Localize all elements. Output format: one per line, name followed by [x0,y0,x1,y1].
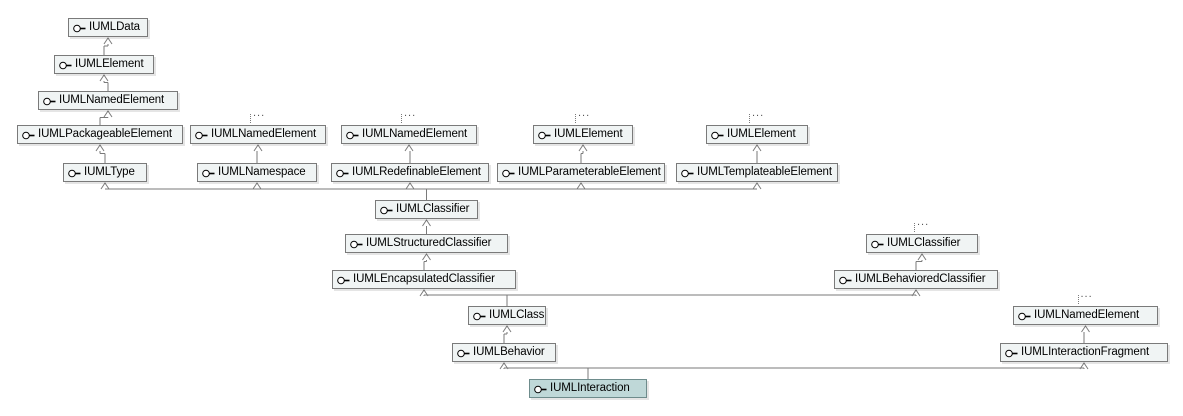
interface-lollipop-icon [538,129,551,140]
uml-node-label: IUMLNamespace [218,166,306,178]
uml-node-encapsulated[interactable]: IUMLEncapsulatedClassifier [332,270,516,289]
truncation-ellipsis: ... [1080,288,1093,300]
interface-lollipop-icon [871,238,884,249]
uml-node-element2[interactable]: IUMLElement [533,125,633,144]
uml-node-label: IUMLInteractionFragment [1021,346,1150,358]
uml-node-behaviored[interactable]: IUMLBehavioredClassifier [834,270,998,289]
uml-node-label: IUMLClass [489,309,545,321]
uml-node-named3[interactable]: IUMLNamedElement [341,125,477,144]
uml-node-label: IUMLElement [75,58,144,70]
uml-node-label: IUMLNamedElement [362,128,468,140]
uml-node-label: IUMLInteraction [550,382,630,394]
uml-node-label: IUMLType [84,166,135,178]
uml-node-label: IUMLNamedElement [59,94,165,106]
interface-lollipop-icon [346,129,359,140]
uml-node-named4[interactable]: IUMLNamedElement [1013,306,1158,325]
uml-node-namespace[interactable]: IUMLNamespace [197,163,317,182]
interface-lollipop-icon [59,59,72,70]
truncation-ellipsis: ... [917,216,930,228]
truncation-ellipsis: ... [253,107,266,119]
uml-node-label: IUMLParameterableElement [518,166,661,178]
uml-node-fragment[interactable]: IUMLInteractionFragment [1000,343,1168,362]
uml-node-label: IUMLClassifier [396,203,470,215]
uml-node-element[interactable]: IUMLElement [54,55,154,74]
interface-lollipop-icon [457,347,470,358]
uml-node-behavior[interactable]: IUMLBehavior [452,343,556,362]
truncation-stub [250,114,251,123]
truncation-ellipsis: ... [752,107,765,119]
interface-lollipop-icon [337,274,350,285]
interface-lollipop-icon [73,22,86,33]
uml-node-redefinable[interactable]: IUMLRedefinableElement [331,163,489,182]
uml-node-label: IUMLClassifier [887,237,961,249]
uml-node-label: IUMLNamedElement [211,128,317,140]
uml-node-label: IUMLPackageableElement [38,128,172,140]
interface-lollipop-icon [711,129,724,140]
uml-node-label: IUMLTemplateableElement [697,166,832,178]
uml-node-label: IUMLBehavioredClassifier [855,273,986,285]
interface-lollipop-icon [202,167,215,178]
interface-lollipop-icon [473,310,486,321]
interface-lollipop-icon [534,383,547,394]
interface-lollipop-icon [839,274,852,285]
interface-lollipop-icon [681,167,694,178]
uml-node-label: IUMLElement [727,128,796,140]
interface-lollipop-icon [1018,310,1031,321]
truncation-stub [914,223,915,232]
truncation-stub [749,114,750,123]
truncation-stub [1077,295,1079,304]
uml-node-classifier[interactable]: IUMLClassifier [375,200,478,219]
uml-node-templateable[interactable]: IUMLTemplateableElement [676,163,838,182]
interface-lollipop-icon [336,167,349,178]
uml-node-label: IUMLRedefinableElement [352,166,481,178]
uml-node-label: IUMLStructuredClassifier [366,237,492,249]
uml-node-packageable[interactable]: IUMLPackageableElement [17,125,183,144]
uml-node-class[interactable]: IUMLClass [468,306,546,325]
truncation-stub [401,114,402,123]
truncation-ellipsis: ... [578,107,591,119]
uml-node-named[interactable]: IUMLNamedElement [38,91,178,110]
uml-node-label: IUMLEncapsulatedClassifier [353,273,495,285]
interface-lollipop-icon [502,167,515,178]
uml-node-label: IUMLData [89,21,140,33]
uml-node-classifier2[interactable]: IUMLClassifier [866,234,978,253]
interface-lollipop-icon [1005,347,1018,358]
uml-node-label: IUMLBehavior [473,346,545,358]
uml-node-named2[interactable]: IUMLNamedElement [190,125,326,144]
uml-node-parameter[interactable]: IUMLParameterableElement [497,163,665,182]
interface-lollipop-icon [195,129,208,140]
uml-node-label: IUMLElement [554,128,623,140]
uml-node-type[interactable]: IUMLType [63,163,147,182]
uml-node-data[interactable]: IUMLData [68,18,148,37]
interface-lollipop-icon [68,167,81,178]
interface-lollipop-icon [350,238,363,249]
uml-node-structured[interactable]: IUMLStructuredClassifier [345,234,508,253]
uml-node-interaction[interactable]: IUMLInteraction [529,379,647,398]
uml-node-element3[interactable]: IUMLElement [706,125,808,144]
uml-node-label: IUMLNamedElement [1034,309,1140,321]
interface-lollipop-icon [380,204,393,215]
truncation-stub [575,114,576,123]
interface-lollipop-icon [43,95,56,106]
truncation-ellipsis: ... [404,107,417,119]
interface-lollipop-icon [22,129,35,140]
